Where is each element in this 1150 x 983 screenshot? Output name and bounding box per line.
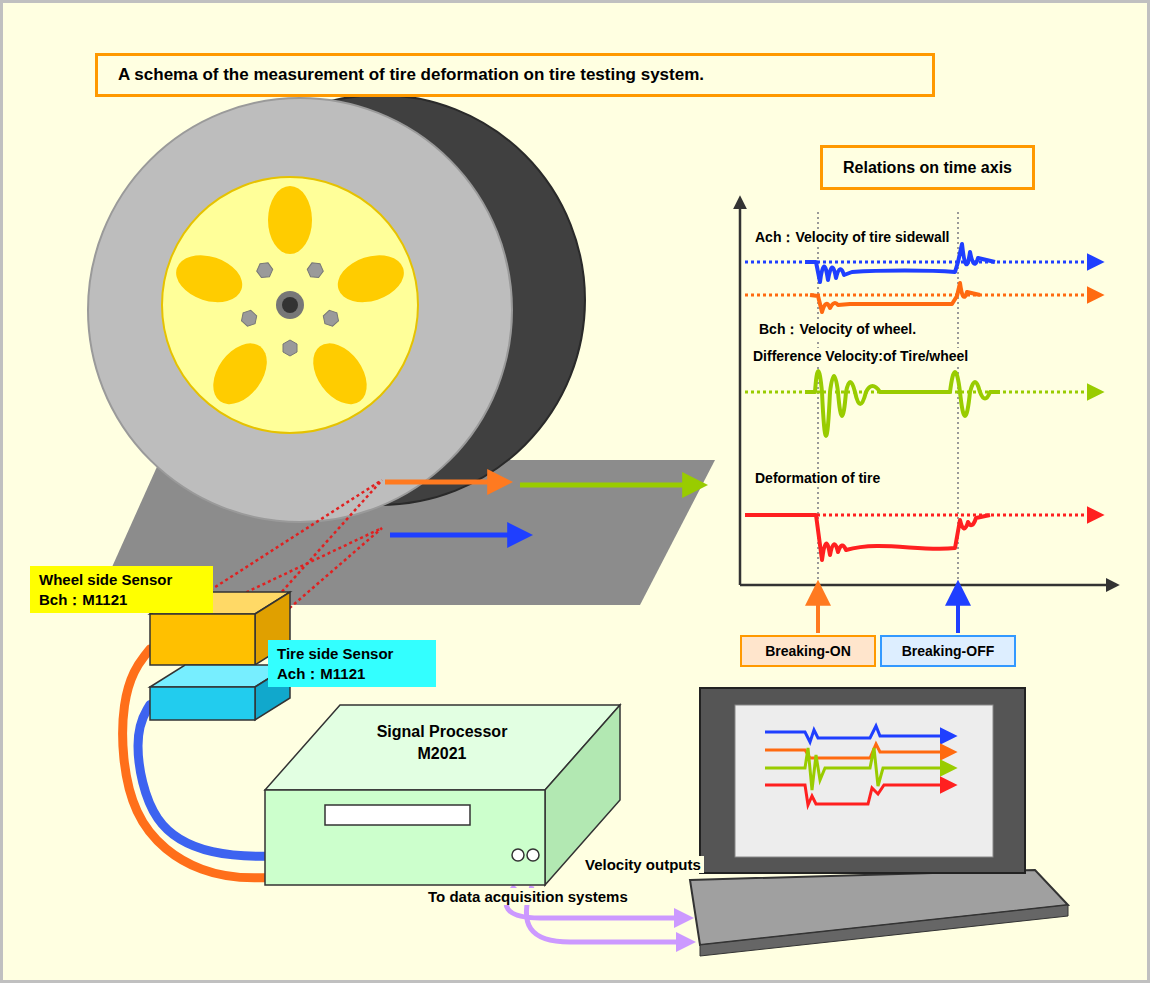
time-chart xyxy=(740,205,1110,633)
baseline xyxy=(745,261,1092,264)
box-label: Breaking-ON xyxy=(765,643,851,659)
heading-box: Relations on time axis xyxy=(820,145,1035,190)
signal-name: Bch：Velocity of wheel. xyxy=(756,321,919,339)
time-chart xyxy=(740,584,1110,587)
wheel-spoke xyxy=(170,247,248,310)
wheel xyxy=(282,297,298,313)
output-note: To data acquisition systems xyxy=(425,888,631,905)
time-chart xyxy=(739,205,742,585)
box-front-face xyxy=(150,614,255,665)
tire-sensor: Tire side Sensor Ach：M1121 xyxy=(150,665,290,720)
screen-trace xyxy=(765,726,945,742)
lug-nut xyxy=(305,260,326,281)
wheel-spoke xyxy=(202,333,278,414)
motion-arrow xyxy=(385,480,495,485)
tire xyxy=(88,95,585,522)
signal-trace xyxy=(810,283,980,312)
laser-beam xyxy=(285,528,382,612)
sensor-cable xyxy=(138,705,265,857)
wheel-spoke xyxy=(332,247,410,310)
tire xyxy=(88,98,512,522)
lug-nut xyxy=(239,309,259,327)
device-label: Signal Processor M2021 xyxy=(357,721,527,766)
motion-arrow xyxy=(520,483,690,488)
wheel-spoke xyxy=(170,186,410,414)
signal-name: Ach：Velocity of tire sidewall xyxy=(752,229,953,247)
event-arrow xyxy=(956,598,960,633)
output-connector xyxy=(512,849,524,861)
box-label: Relations on time axis xyxy=(843,159,1012,177)
sensor-label: Tire side Sensor Ach：M1121 xyxy=(268,640,436,687)
motion-arrow xyxy=(385,482,690,535)
signal-name: Deformation of tire xyxy=(752,470,883,486)
sensor-label: Wheel side Sensor Bch：M1121 xyxy=(30,566,213,613)
wheel xyxy=(162,177,418,433)
screen-trace xyxy=(765,726,945,805)
lug-nut xyxy=(283,340,297,356)
signal-processor: Signal Processor M2021 xyxy=(265,705,620,885)
signal-name: Difference Velocity:of Tire/wheel xyxy=(750,348,971,364)
baseline xyxy=(745,294,1092,297)
event-box: Breaking-OFF xyxy=(880,635,1016,667)
event-arrow xyxy=(816,598,820,633)
lug-nut xyxy=(254,260,275,281)
motion-arrow xyxy=(390,533,515,538)
lug-nut xyxy=(239,260,340,356)
box-label: Breaking-OFF xyxy=(902,643,995,659)
baseline xyxy=(745,262,1092,515)
display-window xyxy=(325,805,470,825)
laptop xyxy=(690,688,1068,956)
wheel xyxy=(276,291,304,319)
output-connector xyxy=(527,849,539,861)
lug-nut xyxy=(321,309,341,327)
box-front-face xyxy=(265,790,545,885)
laptop xyxy=(700,905,1068,956)
output-note: Velocity outputs xyxy=(582,856,704,873)
signal-trace xyxy=(745,515,990,560)
wheel-spoke xyxy=(268,186,312,254)
box-front-face xyxy=(150,687,255,720)
screen-trace xyxy=(765,744,945,758)
laser-beam xyxy=(270,480,382,605)
wheel-spoke xyxy=(302,333,378,414)
event-box: Breaking-ON xyxy=(740,635,876,667)
signal-trace xyxy=(805,371,1000,436)
laptop xyxy=(735,705,993,857)
laser-beam xyxy=(195,480,382,600)
wheel xyxy=(162,177,418,433)
screen-trace xyxy=(765,785,945,805)
signal-trace xyxy=(745,244,1000,560)
diagram-title: A schema of the measurement of tire defo… xyxy=(95,53,935,97)
signal-trace xyxy=(805,244,995,282)
laptop xyxy=(700,688,1025,873)
